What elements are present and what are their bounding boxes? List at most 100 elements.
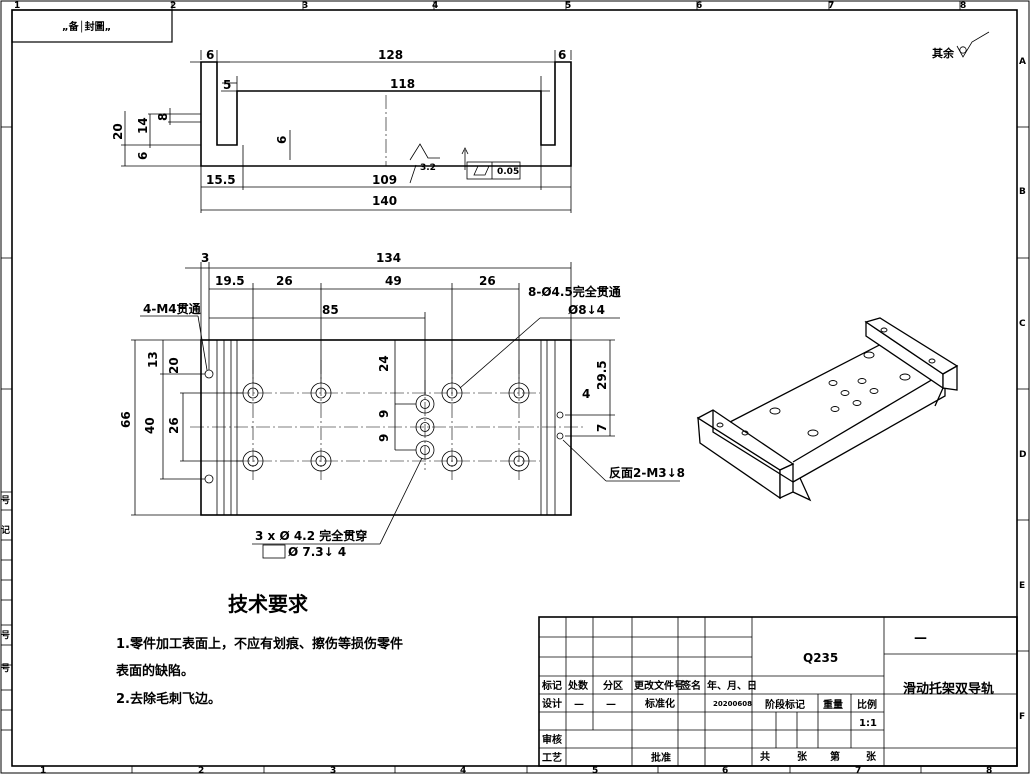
isometric-view — [696, 317, 959, 502]
dim-109: 109 — [372, 173, 397, 187]
dim-13: 13 — [146, 351, 160, 368]
col-label-top-1: 1 — [14, 1, 20, 11]
tb-stage-label: 阶段标记 — [765, 698, 805, 711]
tb-header-mark: 标记 — [541, 679, 562, 692]
callout-8-holes-line2: Ø8↓4 — [568, 303, 605, 317]
dim-5: 5 — [223, 78, 231, 92]
dim-26-c: 26 — [167, 417, 181, 434]
roughness-circle-icon — [959, 46, 967, 54]
roughness-note: 其余 — [932, 46, 955, 60]
corner-label-text: „备│封圖„ — [62, 20, 111, 33]
roughness-triangle-icon — [409, 143, 440, 161]
tech-req-title: 技术要求 — [228, 592, 309, 616]
tb-total-unit: 张 — [797, 750, 808, 763]
dim-6-left: 6 — [206, 48, 214, 62]
tb-weight-label: 重量 — [823, 698, 843, 711]
dim-26-b: 26 — [479, 274, 496, 288]
col-label-bottom-7: 7 — [855, 766, 861, 775]
counterbore-holes — [204, 369, 564, 484]
callout-3-holes-line1: 3 x Ø 4.2 完全贯穿 — [255, 528, 367, 543]
tb-scale-label: 比例 — [857, 698, 877, 711]
dim-128: 128 — [378, 48, 403, 62]
dim-29-5: 29.5 — [595, 360, 609, 390]
dim-85: 85 — [322, 303, 339, 317]
dim-14: 14 — [136, 117, 150, 134]
dim-15-5: 15.5 — [206, 173, 236, 187]
dim-3: 3 — [201, 251, 209, 265]
tb-header-zone: 分区 — [603, 679, 623, 692]
col-label-top-2: 2 — [170, 1, 176, 11]
callout-m4-text: 4-M4贯通 — [143, 301, 201, 316]
tb-design-zone: — — [606, 699, 616, 710]
dim-40: 40 — [143, 417, 157, 434]
tb-sheet-unit: 张 — [866, 750, 877, 763]
dim-8: 8 — [156, 113, 170, 121]
flatness-tolerance-frame: 0.05 — [461, 147, 521, 180]
col-label-top-7: 7 — [828, 1, 834, 11]
left-mark-4: 号 — [1, 663, 10, 674]
col-label-top-6: 6 — [696, 1, 702, 11]
col-label-top-3: 3 — [302, 1, 308, 11]
col-label-bottom-2: 2 — [198, 766, 204, 775]
corner-label: „备│封圖„ — [11, 9, 173, 43]
surface-roughness-3-2: 3.2 — [409, 143, 440, 184]
tech-req-item-2: 2.去除毛刺飞边。 — [116, 691, 221, 707]
title-block: Q235 滑动托架双导轨 — 标记 处数 分区 更改文件号 签名 年、月、日 设… — [538, 616, 1018, 767]
tb-header-sign: 签名 — [680, 679, 701, 692]
dim-24: 24 — [377, 355, 391, 372]
left-mark-3: 号 — [1, 630, 10, 641]
tech-req-item-1-cont: 表面的缺陷。 — [115, 663, 194, 679]
tb-design-date: 20200608 — [713, 700, 752, 708]
callout-8-holes: 8-Ø4.5完全贯通 Ø8↓4 — [459, 284, 621, 389]
dim-7: 7 — [595, 424, 609, 432]
general-roughness: 其余 — [932, 31, 990, 60]
row-label-F: F — [1019, 712, 1025, 722]
top-view-dim-lines — [131, 262, 615, 516]
dim-6-right: 6 — [558, 48, 566, 62]
left-mark-2: 记 — [1, 524, 10, 536]
col-label-bottom-3: 3 — [330, 766, 336, 775]
dim-19-5: 19.5 — [215, 274, 245, 288]
front-view-dim-lines — [121, 50, 572, 213]
col-label-bottom-5: 5 — [592, 766, 598, 775]
tb-sheet-label: 第 — [830, 750, 840, 763]
dim-134: 134 — [376, 251, 401, 265]
dim-66: 66 — [119, 411, 133, 428]
dim-26-a: 26 — [276, 274, 293, 288]
dim-9-a: 9 — [377, 410, 391, 418]
dim-20-top: 20 — [167, 357, 181, 374]
dim-118: 118 — [390, 77, 415, 91]
tb-header-doc: 更改文件号 — [634, 679, 684, 692]
tb-review-label: 审核 — [542, 733, 562, 746]
tb-design-label: 设计 — [542, 697, 562, 710]
dim-20: 20 — [111, 123, 125, 140]
callout-m4: 4-M4贯通 — [140, 301, 208, 371]
callout-8-holes-line1: 8-Ø4.5完全贯通 — [528, 284, 621, 299]
tech-requirements: 技术要求 1.零件加工表面上，不应有划痕、擦伤等损伤零件 表面的缺陷。 2.去除… — [115, 592, 403, 707]
tb-standardization: 标准化 — [644, 697, 675, 710]
tb-part-name: 滑动托架双导轨 — [903, 681, 994, 697]
front-view: 6 128 6 5 118 20 14 8 6 6 15.5 109 140 3… — [111, 48, 572, 213]
col-label-bottom-6: 6 — [722, 766, 728, 775]
row-label-D: D — [1019, 450, 1026, 460]
col-label-bottom-1: 1 — [40, 766, 46, 775]
col-label-top-5: 5 — [565, 1, 571, 11]
row-label-A: A — [1019, 57, 1026, 67]
top-view-outline — [200, 339, 572, 516]
callout-3-holes: 3 x Ø 4.2 完全贯穿 Ø 7.3↓ 4 — [252, 457, 423, 559]
tech-req-item-1: 1.零件加工表面上，不应有划痕、擦伤等损伤零件 — [116, 636, 403, 652]
col-label-top-4: 4 — [432, 1, 438, 11]
tb-approve-label: 批准 — [651, 751, 671, 764]
tb-process-label: 工艺 — [542, 751, 562, 764]
dim-4: 4 — [582, 387, 590, 401]
tb-header-date: 年、月、日 — [707, 679, 757, 692]
row-label-B: B — [1019, 187, 1026, 197]
callout-3-holes-line2: Ø 7.3↓ 4 — [288, 545, 346, 559]
tb-code-dash: — — [914, 631, 927, 646]
row-label-C: C — [1019, 319, 1026, 329]
tb-total-label: 共 — [760, 750, 770, 763]
row-label-E: E — [1019, 581, 1025, 591]
col-label-bottom-8: 8 — [986, 766, 992, 775]
